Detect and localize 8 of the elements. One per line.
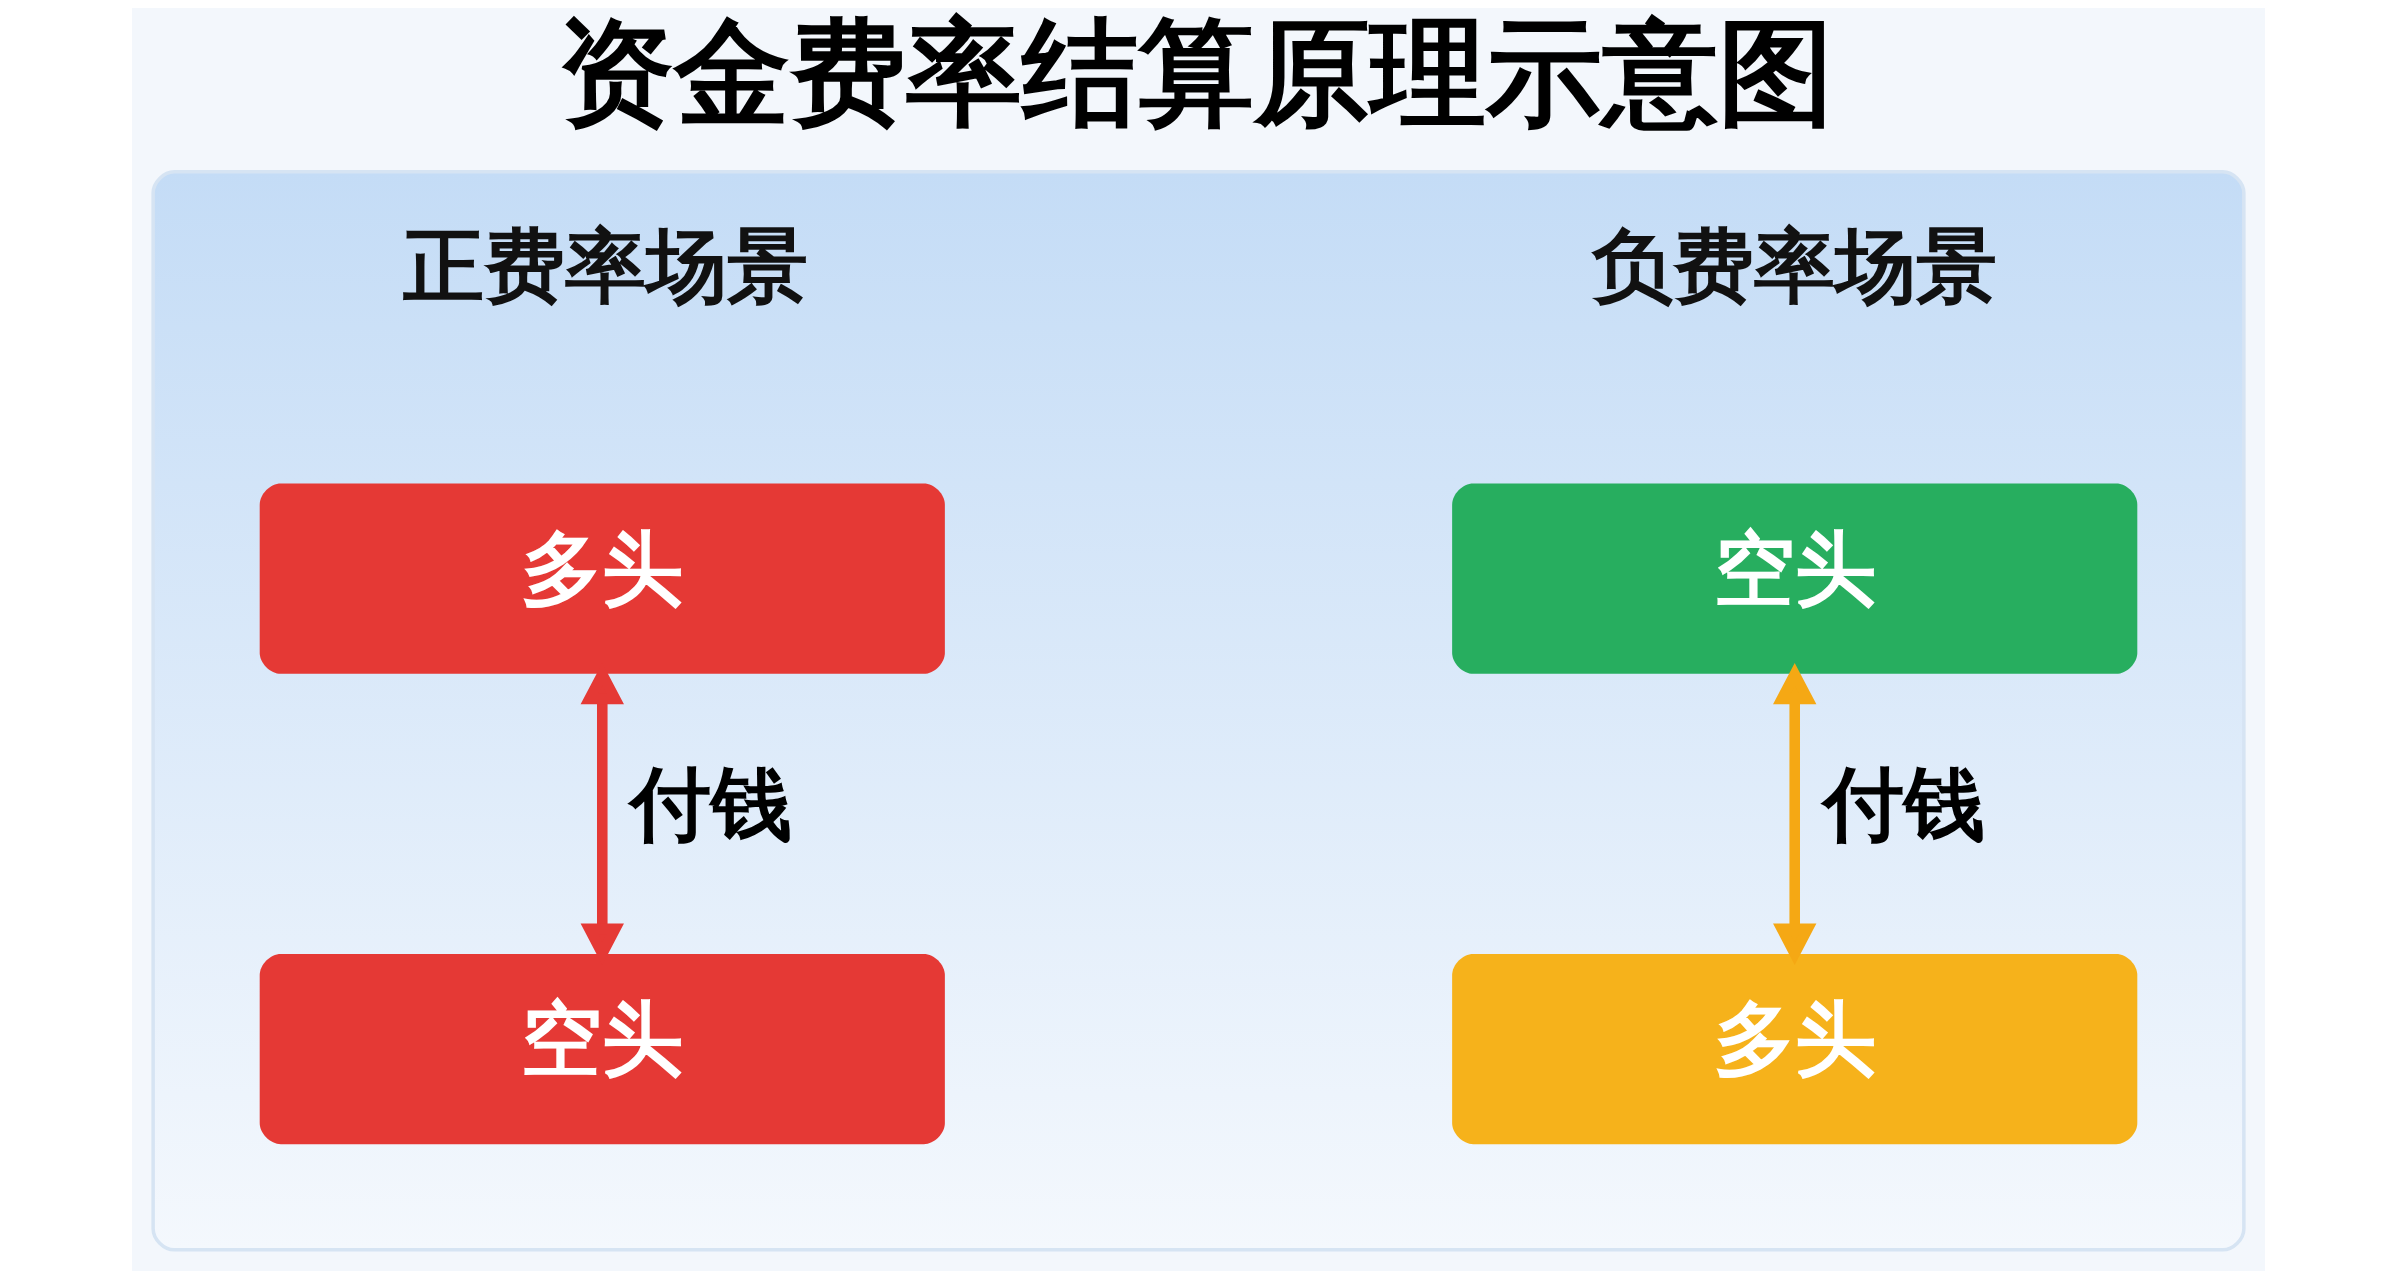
node-box: 空头	[259, 953, 945, 1145]
edge-label: 付钱	[1822, 757, 1985, 852]
node-box: 多头	[1451, 953, 2137, 1145]
edge-label: 付钱	[629, 757, 792, 852]
node-box: 空头	[1451, 483, 2137, 674]
arrow	[1772, 663, 1816, 965]
node-box: 多头	[259, 483, 945, 674]
diagram-title: 资金费率结算原理示意图	[557, 5, 1834, 141]
